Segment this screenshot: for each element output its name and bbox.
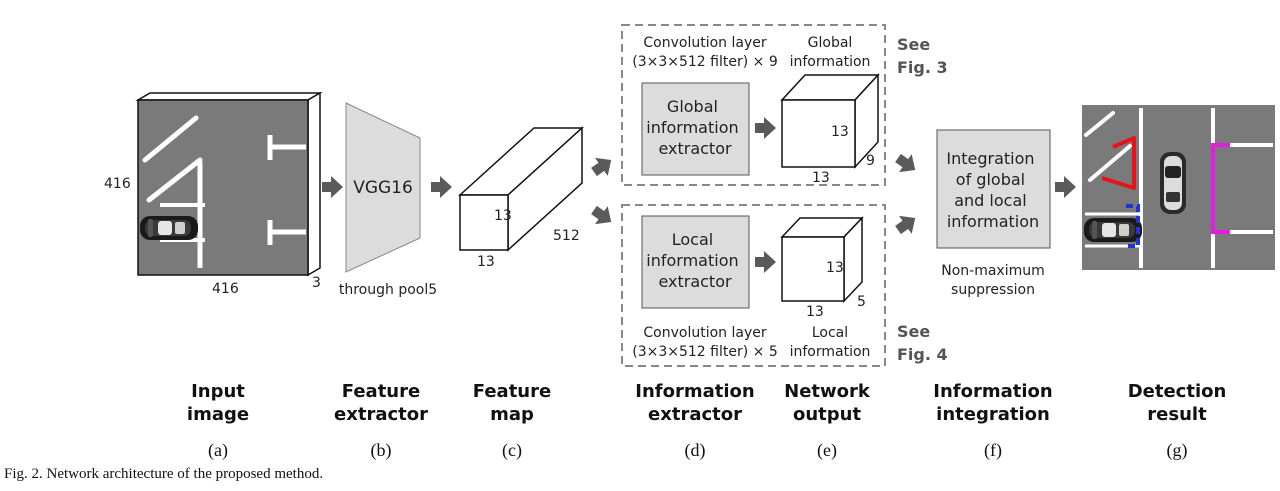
local-cube-dim-13a: 13 <box>826 260 844 276</box>
arrow-f-g <box>1055 176 1076 198</box>
global-conv-label-1: Convolution layer <box>643 35 766 51</box>
see-fig4-label-2: Fig. 4 <box>897 345 948 364</box>
local-cube-dim-13b: 13 <box>806 304 824 320</box>
global-extractor-box <box>641 82 750 176</box>
global-info-label-1: Global <box>808 35 853 51</box>
vgg16-label: VGG16 <box>353 178 413 198</box>
see-fig3-label-1: See <box>897 35 930 54</box>
local-conv-label-2: (3×3×512 filter) × 5 <box>632 344 777 360</box>
svg-text:(a): (a) <box>208 440 228 461</box>
local-info-label-1: Local <box>812 325 848 341</box>
local-info-label-2: information <box>790 344 871 360</box>
feature-map-dim-13b: 13 <box>477 254 495 270</box>
arrow-c-local <box>587 200 618 232</box>
svg-text:(e): (e) <box>817 440 837 461</box>
global-dashed-group <box>621 24 886 186</box>
svg-text:(c): (c) <box>502 440 522 461</box>
global-info-label-2: information <box>790 54 871 70</box>
global-conv-label-2: (3×3×512 filter) × 9 <box>632 54 777 70</box>
svg-text:(f): (f) <box>984 440 1002 461</box>
input-width-label: 416 <box>212 281 239 297</box>
integration-box <box>936 129 1051 249</box>
feature-map-dim-13a: 13 <box>494 208 512 224</box>
arrow-global-integration <box>891 148 922 180</box>
global-cube-dim-13b: 13 <box>812 170 830 186</box>
figure-caption: Fig. 2. Network architecture of the prop… <box>4 466 324 482</box>
input-image <box>135 91 323 277</box>
svg-text:(d): (d) <box>685 440 706 461</box>
nms-label-2: suppression <box>951 282 1035 298</box>
local-cube-dim-5: 5 <box>857 294 866 310</box>
vgg16-block <box>345 102 421 273</box>
global-output-cube <box>780 73 880 169</box>
local-dashed-group <box>621 204 886 367</box>
see-fig3-label-2: Fig. 3 <box>897 58 948 77</box>
input-depth-label: 3 <box>312 275 321 291</box>
vgg16-sublabel: through pool5 <box>339 282 437 298</box>
global-cube-dim-9: 9 <box>866 153 875 169</box>
input-height-label: 416 <box>104 176 131 192</box>
arrow-local-integration <box>891 208 922 240</box>
see-fig4-label-1: See <box>897 322 930 341</box>
feature-map-dim-512: 512 <box>553 228 580 244</box>
arrow-c-global <box>587 150 618 182</box>
local-output-cube <box>780 216 864 303</box>
arrow-global-extractor-output <box>755 117 776 139</box>
global-extractor-text: Global information extractor <box>646 97 743 158</box>
local-extractor-text: Local information extractor <box>646 230 743 291</box>
detection-result-image <box>1082 105 1275 270</box>
integration-text: Integration of global and local informat… <box>946 149 1039 231</box>
svg-text:(b): (b) <box>371 440 392 461</box>
svg-text:(g): (g) <box>1167 440 1188 461</box>
arrow-b-c <box>431 176 452 198</box>
arrow-a-b <box>322 176 343 198</box>
arrow-local-extractor-output <box>755 251 776 273</box>
nms-label-1: Non-maximum <box>941 263 1045 279</box>
local-extractor-box <box>641 215 750 309</box>
global-cube-dim-13a: 13 <box>831 124 849 140</box>
feature-map-cuboid <box>458 126 584 252</box>
local-conv-label-1: Convolution layer <box>643 325 766 341</box>
